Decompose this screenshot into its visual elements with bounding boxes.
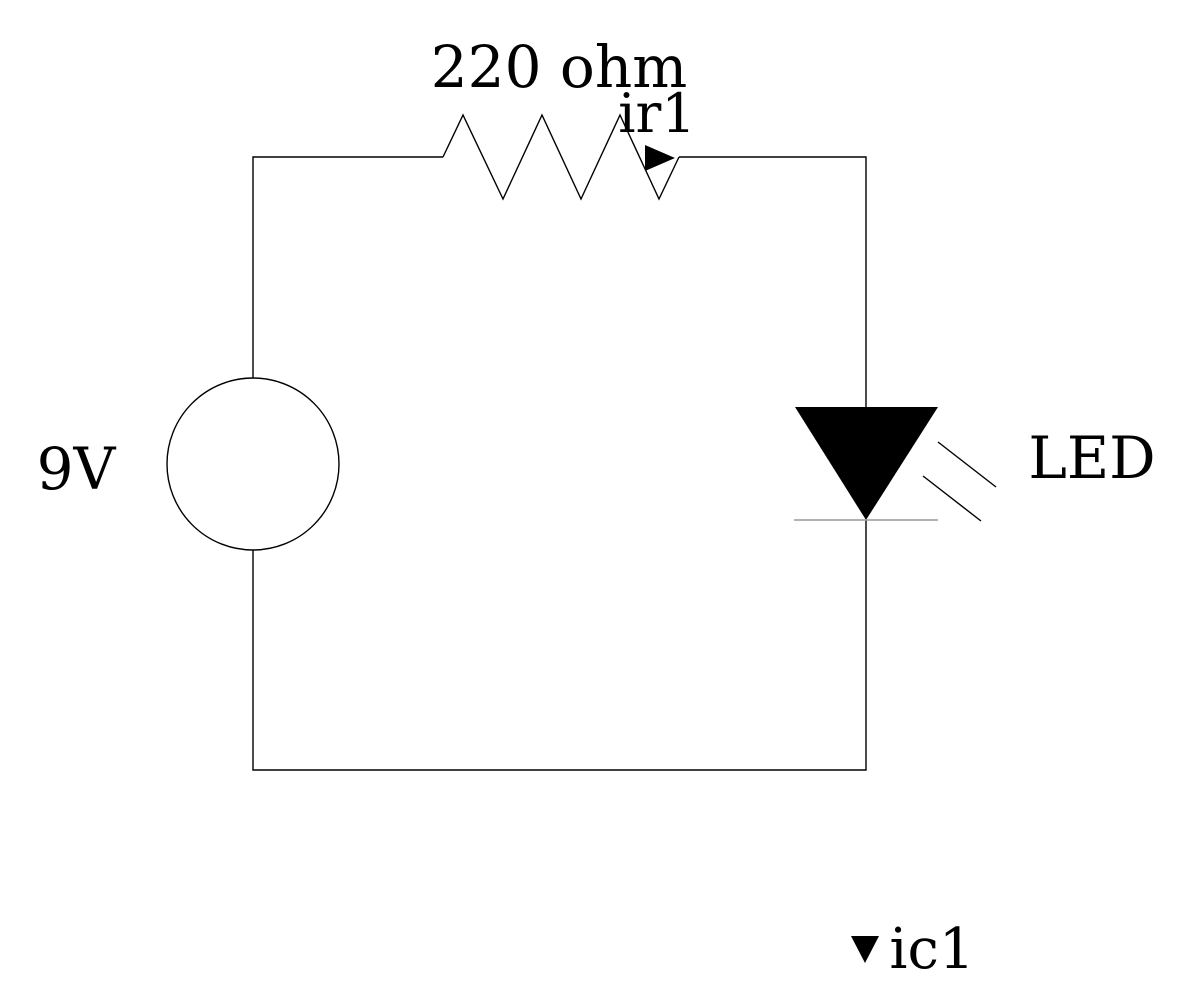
current-arrow-icon [645, 145, 675, 171]
led-light-ray-lower [922, 475, 982, 522]
circuit-current-label: ic1 [890, 917, 975, 982]
resistor-label: 220 ohm [431, 33, 687, 101]
wire-left-bottom [252, 520, 867, 771]
resistor-symbol [442, 113, 680, 201]
circuit-current-marker-icon [851, 936, 879, 963]
resistor-current-label: ir1 [618, 82, 695, 145]
voltage-source-symbol [166, 377, 340, 551]
wire-top-right [679, 156, 867, 407]
wire-left-top [252, 156, 443, 378]
source-label: 9V [37, 435, 117, 503]
led-light-ray-upper [937, 441, 997, 488]
led-label: LED [1028, 424, 1155, 492]
led-diode-symbol [795, 407, 938, 520]
